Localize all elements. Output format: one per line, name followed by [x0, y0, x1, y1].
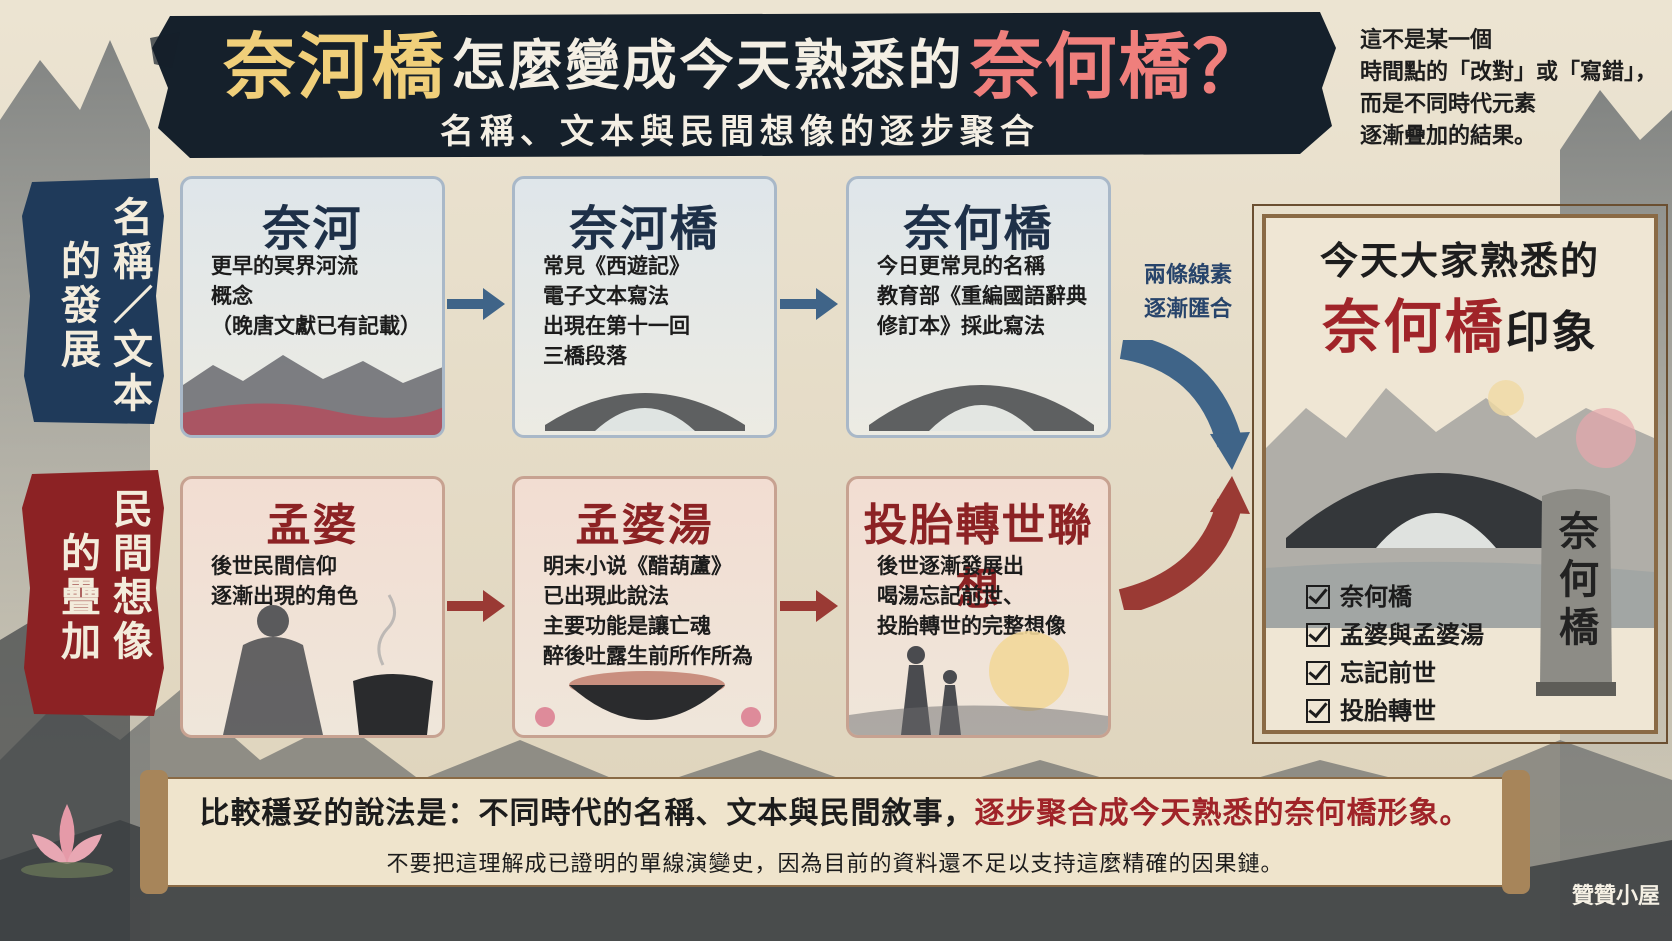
card-naihe: 奈河 更早的冥界河流 概念 （晚唐文獻已有記載） [180, 176, 445, 438]
result-subheading: 奈何橋印象 [1262, 280, 1658, 364]
row-label-naming: 名稱／文本 的發展 [22, 176, 166, 426]
river-illustration [183, 355, 442, 435]
card-line: 三橋段落 [543, 343, 627, 368]
checklist-item: 孟婆與孟婆湯 [1306, 616, 1526, 654]
stele-illustration [1536, 489, 1616, 696]
row-label-folk: 民間想像 的疊加 [22, 468, 166, 718]
merge-label-line: 逐漸匯合 [1143, 296, 1232, 322]
card-line: 逐漸出現的角色 [211, 583, 358, 608]
note-line: 而是不同時代元素 [1360, 91, 1537, 117]
card-line: 明末小说《醋葫蘆》 [543, 553, 732, 578]
title-banner [150, 12, 1336, 158]
card-reincarnation: 投胎轉世聯想 後世逐漸發展出 喝湯忘記前世、 投胎轉世的完整想像 [846, 476, 1111, 738]
bridge-illustration [545, 393, 745, 431]
arrow-right-icon [447, 288, 505, 320]
conclusion-scroll [140, 770, 1530, 894]
note-line: 逐漸疊加的結果。 [1360, 123, 1537, 149]
card-line: 出現在第十一回 [543, 313, 690, 338]
checkbox-checked-icon [1306, 661, 1330, 685]
checklist-label: 投胎轉世 [1340, 696, 1436, 725]
row-label-text: 名稱／文本 [106, 196, 153, 416]
merge-label-line: 兩條線素 [1143, 262, 1232, 288]
checkbox-checked-icon [1306, 699, 1330, 723]
note-line: 這不是某一個 [1360, 27, 1493, 53]
conclusion-main: 比較穩妥的說法是：不同時代的名稱、文本與民間敘事，逐步聚合成今天熟悉的奈何橋形象… [180, 788, 1490, 832]
soup-bowl-illustration [535, 671, 761, 727]
title-old-name: 奈河橋 [223, 23, 446, 109]
arrow-right-icon [447, 590, 505, 622]
card-line: 醉後吐露生前所作所為 [543, 643, 753, 668]
card-line: 教育部《重編國語辭典 [877, 283, 1087, 308]
card-naiheqiao-modern: 奈何橋 今日更常見的名稱 教育部《重編國語辭典 修訂本》採此寫法 [846, 176, 1111, 438]
card-line: 已出現此說法 [543, 583, 669, 608]
card-line: 後世逐漸發展出 [877, 553, 1024, 578]
card-line: 電子文本寫法 [543, 283, 669, 308]
card-mengpotang: 孟婆湯 明末小说《醋葫蘆》 已出現此說法 主要功能是讓亡魂 醉後吐露生前所作所為 [512, 476, 777, 738]
card-title: 奈河 [262, 201, 363, 257]
card-line: 喝湯忘記前世、 [877, 583, 1024, 608]
card-body: 今日更常見的名稱 教育部《重編國語辭典 修訂本》採此寫法 [877, 251, 1087, 341]
card-body: 明末小说《醋葫蘆》 已出現此說法 主要功能是讓亡魂 醉後吐露生前所作所為 [543, 551, 753, 671]
row-label-text: 的疊加 [54, 532, 101, 664]
card-mengpo: 孟婆 後世民間信仰 逐漸出現的角色 [180, 476, 445, 738]
checklist-item: 投胎轉世 [1306, 692, 1526, 730]
checklist-label: 奈何橋 [1340, 582, 1412, 611]
card-body: 常見《西遊記》 電子文本寫法 出現在第十一回 三橋段落 [543, 251, 690, 371]
card-body: 後世民間信仰 逐漸出現的角色 [211, 551, 358, 611]
bridge-illustration [869, 385, 1094, 431]
page-title: 奈河橋 怎麼變成今天熟悉的 奈何橋？ [170, 14, 1320, 109]
card-body: 後世逐漸發展出 喝湯忘記前世、 投胎轉世的完整想像 [877, 551, 1066, 641]
checklist-item: 忘記前世 [1306, 654, 1526, 692]
card-line: 常見《西遊記》 [543, 253, 690, 278]
card-line: 概念 [211, 283, 253, 308]
checkbox-checked-icon [1306, 585, 1330, 609]
row-label-text: 的發展 [54, 240, 101, 372]
reincarnation-illustration [849, 631, 1108, 735]
conclusion-prefix: 比較穩妥的說法是：不同時代的名稱、文本與民間敘事， [199, 796, 975, 831]
card-line: 修訂本》採此寫法 [877, 313, 1045, 338]
card-line: （晚唐文獻已有記載） [211, 313, 421, 338]
card-line: 後世民間信仰 [211, 553, 337, 578]
signature: 贊贊小屋 [1571, 883, 1660, 909]
card-line: 更早的冥界河流 [211, 253, 358, 278]
card-title: 投胎轉世聯想 [863, 500, 1094, 615]
result-heading-rest: 印象 [1505, 307, 1598, 358]
card-body: 更早的冥界河流 概念 （晚唐文獻已有記載） [211, 251, 421, 341]
card-title: 孟婆湯 [575, 500, 714, 551]
mengpo-illustration [223, 594, 433, 735]
checkbox-checked-icon [1306, 623, 1330, 647]
lotus-icon [21, 804, 113, 878]
result-highlight: 奈何橋 [1322, 293, 1506, 361]
result-checklist: 奈何橋 孟婆與孟婆湯 忘記前世 投胎轉世 [1306, 578, 1526, 730]
row-label-text: 民間想像 [106, 488, 153, 664]
card-naiheqiao: 奈河橋 常見《西遊記》 電子文本寫法 出現在第十一回 三橋段落 [512, 176, 777, 438]
card-line: 主要功能是讓亡魂 [543, 613, 711, 638]
conclusion-highlight: 逐步聚合成今天熟悉的奈何橋形象。 [974, 796, 1471, 831]
card-title: 奈何橋 [903, 201, 1054, 257]
card-line: 今日更常見的名稱 [877, 253, 1045, 278]
conclusion-caveat: 不要把這理解成已證明的單線演變史，因為目前的資料還不足以支持這麼精確的因果鏈。 [386, 852, 1284, 877]
merge-arrows-icon [1118, 340, 1250, 610]
checklist-label: 忘記前世 [1340, 658, 1436, 687]
merge-label: 兩條線素 逐漸匯合 [1128, 258, 1248, 326]
page-subtitle: 名稱、文本與民間想像的逐步聚合 [440, 112, 1040, 152]
arrow-right-icon [780, 590, 838, 622]
result-panel [1262, 214, 1658, 734]
checklist-item: 奈何橋 [1306, 578, 1526, 616]
note-line: 時間點的「改對」或「寫錯」， [1360, 59, 1658, 85]
card-title: 奈河橋 [569, 201, 720, 257]
card-title: 孟婆 [266, 500, 359, 551]
result-panel-frame [1252, 204, 1668, 744]
stele-inscription: 奈何橋 [1552, 510, 1599, 654]
title-new-name: 奈何橋？ [970, 23, 1267, 109]
side-note: 這不是某一個 時間點的「改對」或「寫錯」， 而是不同時代元素 逐漸疊加的結果。 [1360, 24, 1660, 152]
checklist-label: 孟婆與孟婆湯 [1340, 620, 1484, 649]
title-middle: 怎麼變成今天熟悉的 [451, 32, 965, 97]
result-heading: 今天大家熟悉的 [1319, 238, 1600, 283]
arrow-right-icon [780, 288, 838, 320]
